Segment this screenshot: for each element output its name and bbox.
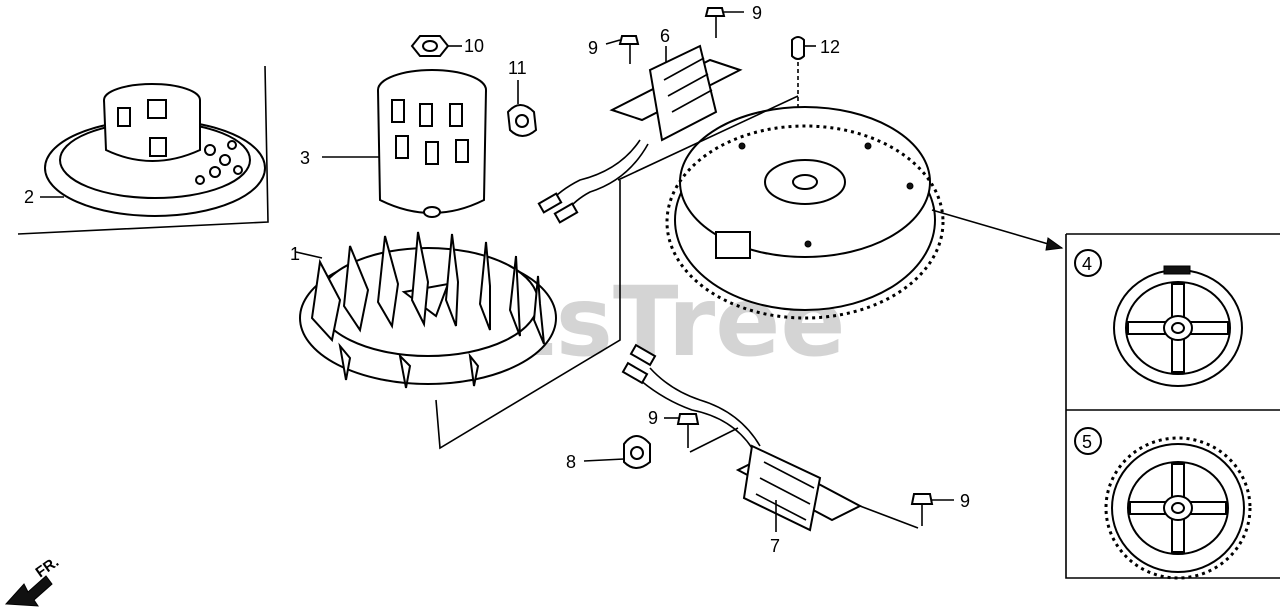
detail-panel <box>1065 233 1280 579</box>
callout-8: 8 <box>566 452 576 472</box>
flywheel-variant-5 <box>1074 427 1252 580</box>
callout-6: 6 <box>660 26 670 46</box>
screw-part-9-lower-left <box>664 413 700 448</box>
callout-9-d: 9 <box>960 491 970 511</box>
screw-part-9-lower-right <box>910 493 954 526</box>
callout-7: 7 <box>770 536 780 556</box>
callout-12: 12 <box>820 37 840 57</box>
callout-9-a: 9 <box>588 38 598 58</box>
callout-9-b: 9 <box>752 3 762 23</box>
callout-1: 1 <box>290 244 300 264</box>
callout-9-c: 9 <box>648 408 658 428</box>
woodruff-key-part-12 <box>791 36 816 160</box>
cooling-fan-part-1 <box>295 231 557 389</box>
clamp-part-8 <box>583 435 651 469</box>
exciter-coil-part-7 <box>621 343 919 532</box>
starter-pulley-part-2 <box>17 65 269 235</box>
callout-3: 3 <box>300 148 310 168</box>
clip-part-11 <box>506 80 538 137</box>
callout-11: 11 <box>508 58 527 78</box>
screw-part-9-upper-left <box>605 35 640 64</box>
callout-4: 4 <box>1082 254 1092 274</box>
screw-part-9-upper-right <box>704 7 744 38</box>
charge-coil-part-6 <box>537 44 743 224</box>
callout-2: 2 <box>24 187 34 207</box>
starter-cup-part-3 <box>322 69 487 218</box>
direction-label: FR. <box>33 553 63 581</box>
nut-part-10 <box>410 35 462 57</box>
flywheel-variant-4 <box>1074 249 1243 387</box>
callout-5: 5 <box>1082 432 1092 452</box>
callout-10: 10 <box>464 36 484 56</box>
front-direction-arrow <box>4 575 53 607</box>
flywheel <box>665 106 945 320</box>
